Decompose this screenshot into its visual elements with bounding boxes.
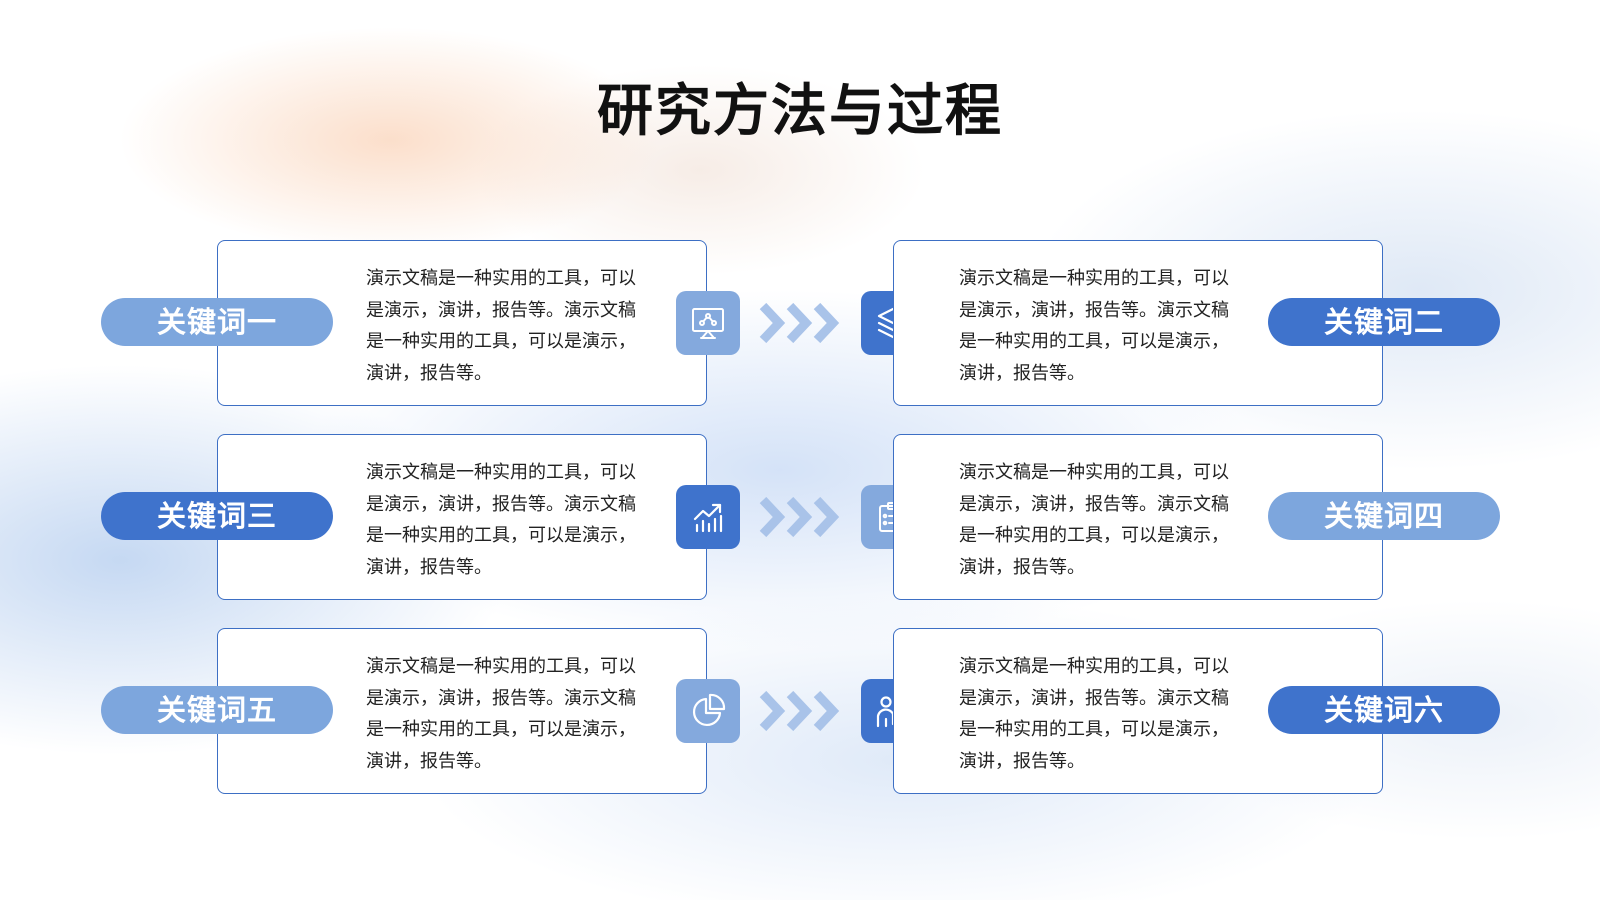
page-title: 研究方法与过程 — [597, 79, 1003, 144]
keyword-card-3: 演示文稿是一种实用的工具，可以是演示，演讲，报告等。演示文稿是一种实用的工具，可… — [217, 434, 707, 600]
card-description-3: 演示文稿是一种实用的工具，可以是演示，演讲，报告等。演示文稿是一种实用的工具，可… — [366, 462, 636, 578]
card-description-6: 演示文稿是一种实用的工具，可以是演示，演讲，报告等。演示文稿是一种实用的工具，可… — [959, 656, 1229, 772]
card-description-1: 演示文稿是一种实用的工具，可以是演示，演讲，报告等。演示文稿是一种实用的工具，可… — [366, 268, 636, 384]
keyword-pill-5: 关键词五 — [101, 686, 333, 734]
keyword-pill-3: 关键词三 — [101, 492, 333, 540]
chevron-arrows-icon — [759, 303, 840, 343]
chevron-arrows-icon — [759, 497, 840, 537]
keyword-pill-6: 关键词六 — [1268, 686, 1500, 734]
keyword-pill-2: 关键词二 — [1268, 298, 1500, 346]
card-description-5: 演示文稿是一种实用的工具，可以是演示，演讲，报告等。演示文稿是一种实用的工具，可… — [366, 656, 636, 772]
card-description-4: 演示文稿是一种实用的工具，可以是演示，演讲，报告等。演示文稿是一种实用的工具，可… — [959, 462, 1229, 578]
presentation-network-icon — [676, 291, 740, 355]
process-row-2: 演示文稿是一种实用的工具，可以是演示，演讲，报告等。演示文稿是一种实用的工具，可… — [0, 434, 1600, 600]
process-row-1: 演示文稿是一种实用的工具，可以是演示，演讲，报告等。演示文稿是一种实用的工具，可… — [0, 240, 1600, 406]
chevron-arrows-icon — [759, 691, 840, 731]
pie-chart-icon — [676, 679, 740, 743]
keyword-pill-1: 关键词一 — [101, 298, 333, 346]
bar-chart-trend-icon — [676, 485, 740, 549]
process-row-3: 演示文稿是一种实用的工具，可以是演示，演讲，报告等。演示文稿是一种实用的工具，可… — [0, 628, 1600, 794]
card-description-2: 演示文稿是一种实用的工具，可以是演示，演讲，报告等。演示文稿是一种实用的工具，可… — [959, 268, 1229, 384]
keyword-pill-4: 关键词四 — [1268, 492, 1500, 540]
